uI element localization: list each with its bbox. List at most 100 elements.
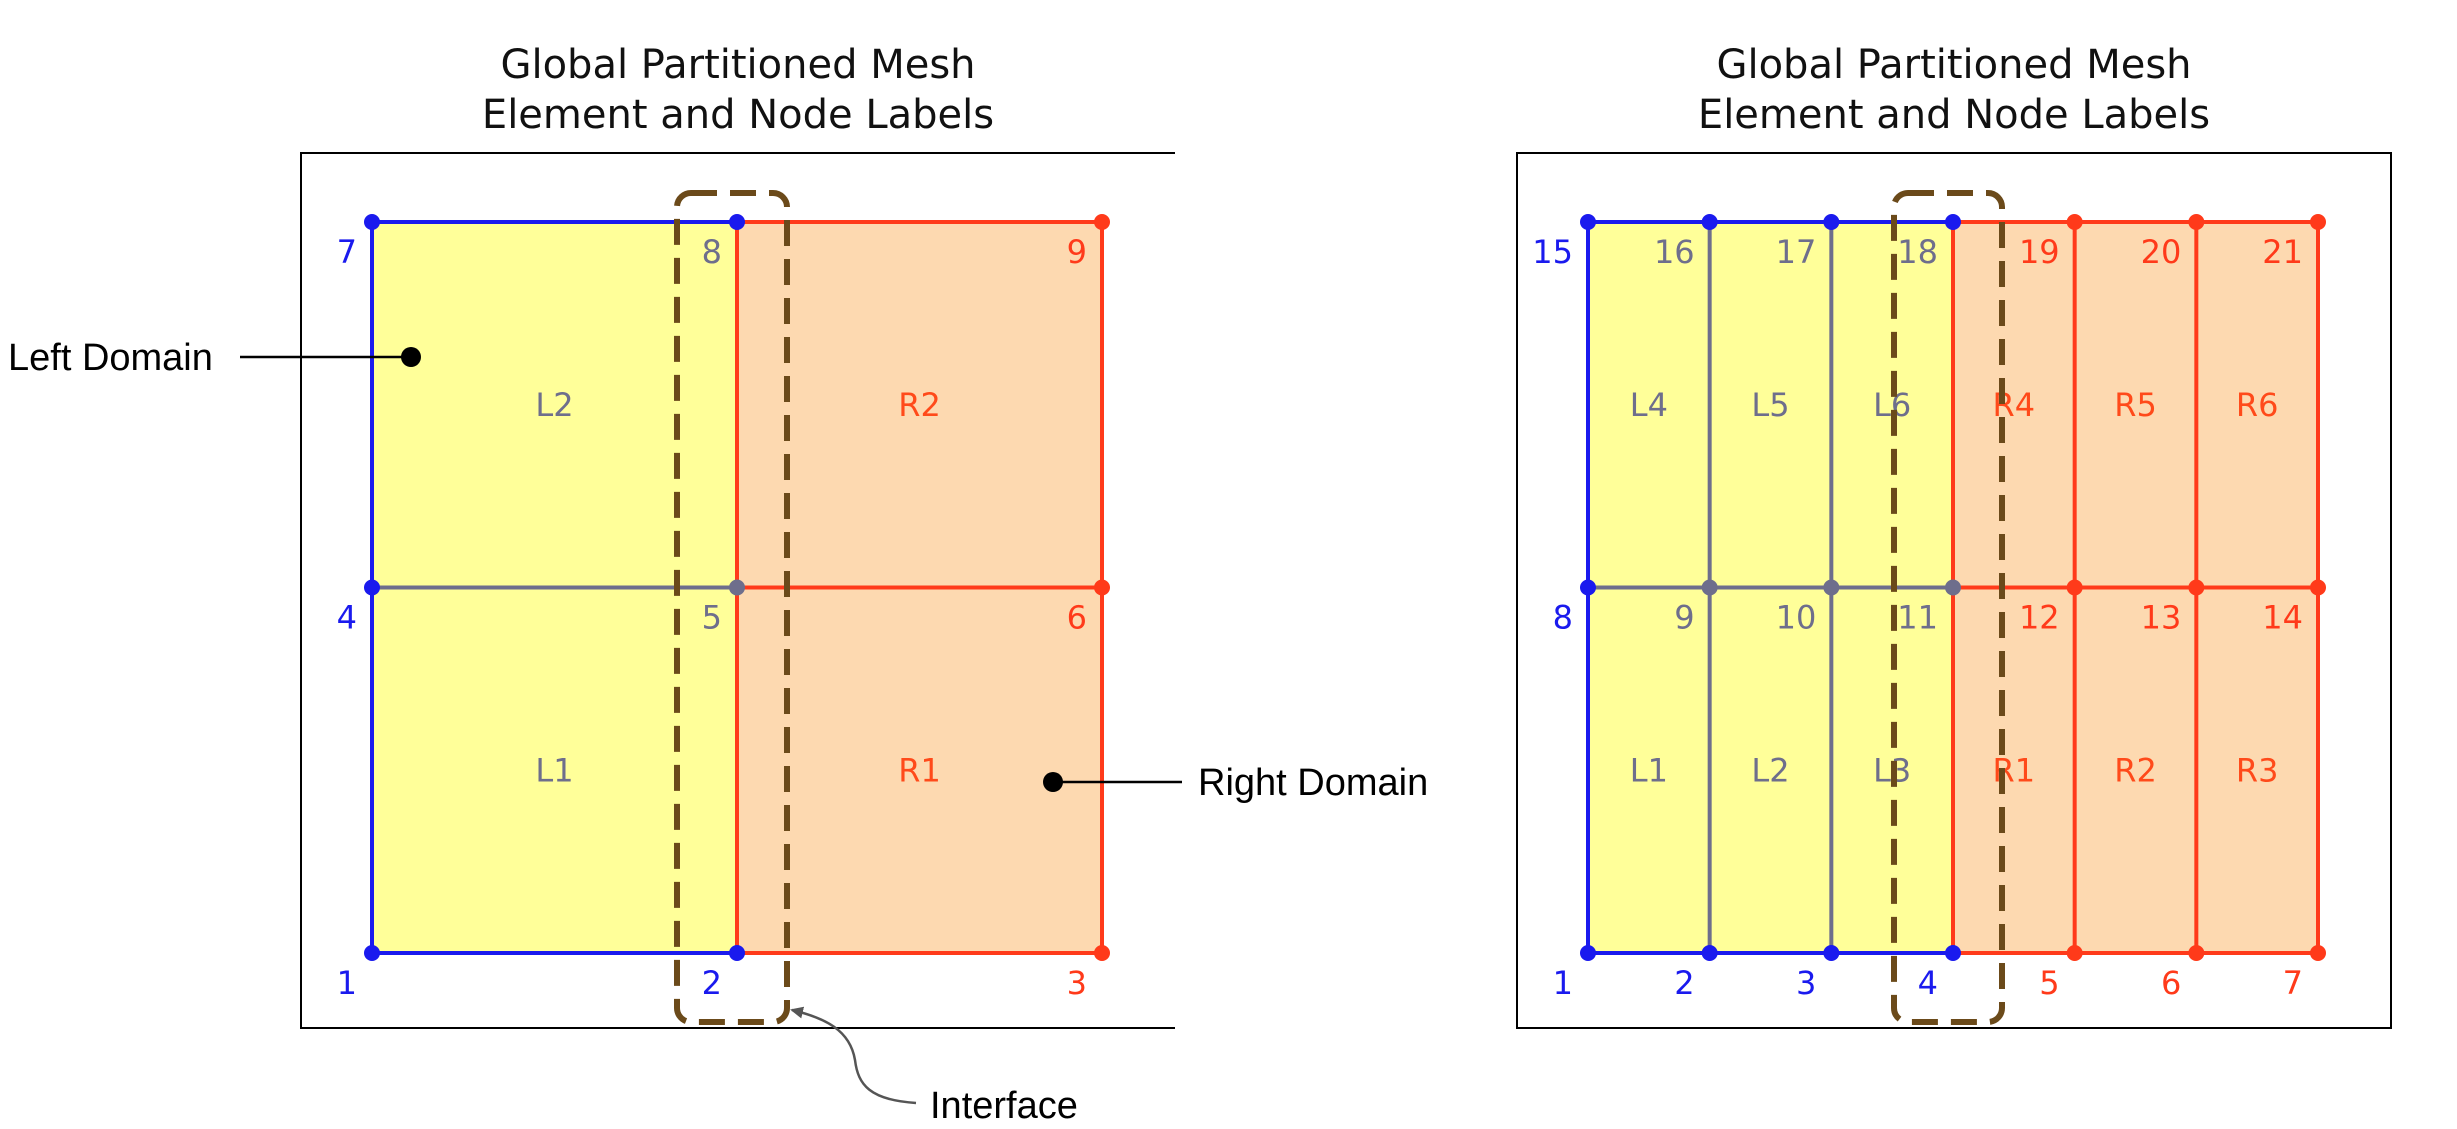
right-domain-label: Right Domain bbox=[1198, 762, 1428, 804]
node-label: 1 bbox=[1553, 964, 1573, 1002]
mesh-node bbox=[1580, 945, 1596, 961]
node-label: 12 bbox=[2019, 599, 2060, 637]
node-label: 8 bbox=[702, 233, 722, 271]
element-fill bbox=[2196, 587, 2318, 953]
mesh-node bbox=[2066, 945, 2083, 961]
mesh-node bbox=[2066, 214, 2083, 230]
node-label: 16 bbox=[1654, 233, 1695, 271]
element-label: L5 bbox=[1751, 386, 1789, 424]
node-label: 5 bbox=[2039, 964, 2059, 1002]
node-label: 10 bbox=[1776, 599, 1817, 637]
node-label: 2 bbox=[702, 964, 722, 1002]
element-label: L1 bbox=[535, 751, 573, 789]
mesh-node bbox=[2188, 214, 2205, 230]
mesh-node bbox=[1580, 579, 1596, 596]
node-label: 4 bbox=[337, 599, 357, 637]
node-label: 13 bbox=[2141, 599, 2182, 637]
mesh-node bbox=[2310, 214, 2326, 230]
element-label: R1 bbox=[898, 751, 941, 789]
element-label: L2 bbox=[535, 386, 573, 424]
mesh-node bbox=[2188, 945, 2205, 961]
node-label: 5 bbox=[702, 599, 722, 637]
mesh-node bbox=[1945, 945, 1961, 961]
mesh-node bbox=[1094, 945, 1110, 961]
element-fill bbox=[1588, 587, 1710, 953]
element-label: L4 bbox=[1630, 386, 1668, 424]
mesh-node bbox=[364, 579, 380, 596]
mesh-node bbox=[2310, 945, 2326, 961]
element-label: R6 bbox=[2236, 386, 2279, 424]
node-label: 9 bbox=[1674, 599, 1694, 637]
panel-title-line2: Element and Node Labels bbox=[1698, 92, 2210, 138]
mesh-node bbox=[364, 945, 380, 961]
left-domain-dot bbox=[401, 347, 421, 367]
mesh-node bbox=[1580, 214, 1596, 230]
panel-title-line1: Global Partitioned Mesh bbox=[1716, 42, 2191, 88]
node-label: 4 bbox=[1918, 964, 1938, 1002]
element-label: L1 bbox=[1630, 751, 1668, 789]
mesh-node bbox=[729, 945, 745, 961]
node-label: 14 bbox=[2262, 599, 2303, 637]
axes-frame bbox=[1516, 152, 2392, 1029]
node-label: 20 bbox=[2141, 233, 2182, 271]
node-label: 15 bbox=[1532, 233, 1573, 271]
mesh-node bbox=[1823, 579, 1840, 596]
element-label: R2 bbox=[898, 386, 941, 424]
panel-coarse-mesh: Global Partitioned Mesh Element and Node… bbox=[300, 42, 1175, 1029]
annotation-left-domain: Left Domain bbox=[8, 337, 421, 379]
mesh-node bbox=[364, 214, 380, 230]
panel-title-line2: Element and Node Labels bbox=[482, 92, 994, 138]
axes-frame bbox=[300, 152, 1175, 1029]
element-label: R2 bbox=[2114, 751, 2157, 789]
left-domain-label: Left Domain bbox=[8, 337, 213, 379]
element-label: R1 bbox=[1993, 751, 2036, 789]
element-fill bbox=[1588, 222, 1710, 588]
element-fill bbox=[1953, 222, 2075, 588]
mesh-node bbox=[1823, 214, 1840, 230]
element-label: R3 bbox=[2236, 751, 2279, 789]
mesh-node bbox=[1094, 579, 1110, 596]
mesh-node bbox=[2066, 579, 2083, 596]
node-label: 11 bbox=[1897, 599, 1938, 637]
node-label: 8 bbox=[1553, 599, 1573, 637]
node-label: 18 bbox=[1897, 233, 1938, 271]
element-fill bbox=[1709, 222, 1832, 588]
panel-title-line1: Global Partitioned Mesh bbox=[500, 42, 975, 88]
interface-box bbox=[1891, 190, 2005, 1025]
mesh-node bbox=[1945, 579, 1961, 596]
element-label: R5 bbox=[2114, 386, 2157, 424]
node-label: 2 bbox=[1674, 964, 1694, 1002]
element-fill bbox=[1709, 587, 1832, 953]
element-fill bbox=[1953, 587, 2075, 953]
annotation-interface: Interface bbox=[790, 1006, 1078, 1127]
mesh-node bbox=[1701, 579, 1718, 596]
node-label: 3 bbox=[1796, 964, 1816, 1002]
mesh-node bbox=[1094, 214, 1110, 230]
mesh-node bbox=[2310, 579, 2326, 596]
node-label: 7 bbox=[337, 233, 357, 271]
interface-arrow bbox=[790, 1006, 917, 1105]
node-label: 6 bbox=[2161, 964, 2181, 1002]
interface-label: Interface bbox=[930, 1085, 1078, 1127]
node-label: 1 bbox=[337, 964, 357, 1002]
element-fill bbox=[737, 222, 1102, 588]
mesh-node bbox=[729, 579, 745, 596]
element-label: R4 bbox=[1993, 386, 2036, 424]
mesh-node bbox=[1945, 214, 1961, 230]
mesh-node bbox=[1701, 214, 1718, 230]
annotation-right-domain: Right Domain bbox=[1043, 762, 1428, 804]
element-label: L2 bbox=[1751, 751, 1789, 789]
node-label: 3 bbox=[1067, 964, 1087, 1002]
element-fill bbox=[2074, 222, 2197, 588]
mesh-node bbox=[729, 214, 745, 230]
node-label: 9 bbox=[1067, 233, 1087, 271]
node-label: 19 bbox=[2019, 233, 2060, 271]
element-fill bbox=[2196, 222, 2318, 588]
mesh-node bbox=[1701, 945, 1718, 961]
panel-fine-mesh: Global Partitioned Mesh Element and Node… bbox=[1516, 42, 2392, 1029]
node-label: 7 bbox=[2283, 964, 2303, 1002]
mesh-node bbox=[1823, 945, 1840, 961]
element-fill bbox=[737, 587, 1102, 953]
node-label: 17 bbox=[1776, 233, 1817, 271]
